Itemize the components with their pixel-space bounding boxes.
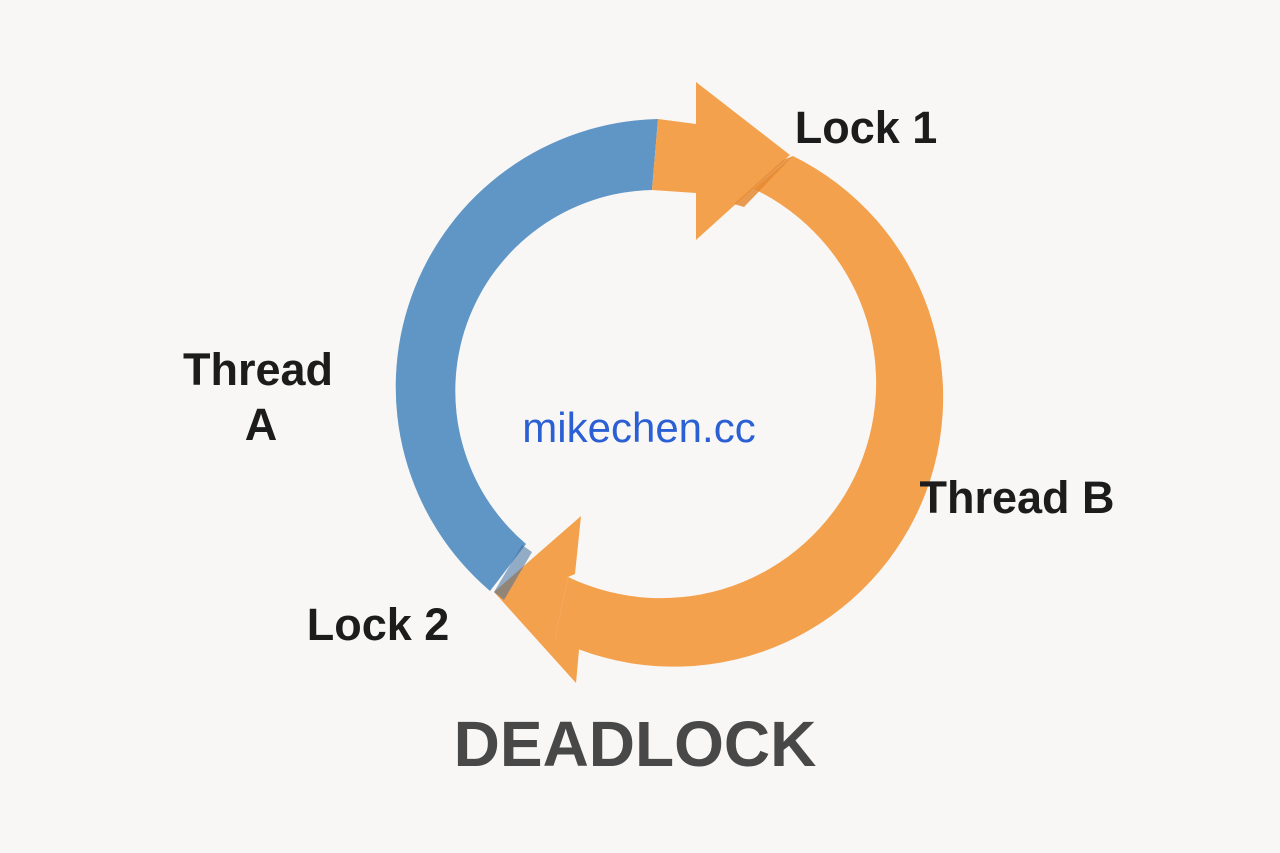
- lock-2-seam: [494, 545, 532, 600]
- diagram-title: DEADLOCK: [454, 708, 817, 780]
- lock-1-arrowhead: [652, 82, 790, 240]
- lock-1-label: Lock 1: [795, 102, 938, 153]
- thread-b-label: Thread B: [919, 472, 1114, 523]
- thread-b-arc: [555, 156, 944, 667]
- thread-a-arc: [395, 119, 658, 591]
- lock-2-arrowhead: [494, 516, 581, 683]
- thread-a-label-line2: A: [245, 399, 278, 450]
- watermark-text: mikechen.cc: [522, 404, 755, 451]
- lock-2-label: Lock 2: [307, 599, 450, 650]
- thread-a-label-line1: Thread: [183, 344, 333, 395]
- lock-1-seam: [734, 156, 793, 207]
